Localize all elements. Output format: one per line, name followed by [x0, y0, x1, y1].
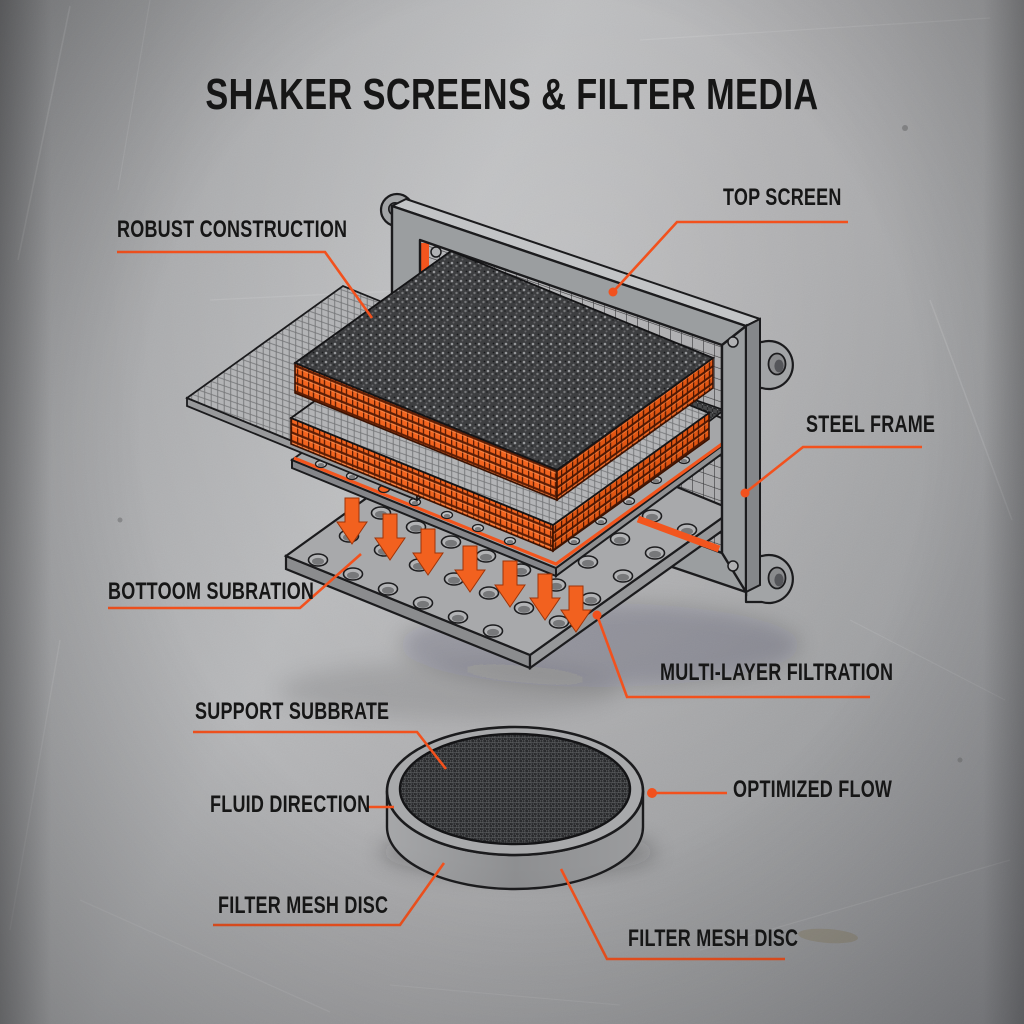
- leader-filter-mesh-disc-right: [559, 868, 785, 961]
- label-steel-frame: STEEL FRAME: [806, 411, 936, 438]
- label-filter-mesh-disc-right: FILTER MESH DISC: [628, 925, 799, 952]
- label-robust-construction: ROBUST CONSTRUCTION: [117, 216, 348, 243]
- metal-scratches: [9, 0, 1013, 1013]
- label-fluid-direction: FLUID DIRECTION: [210, 791, 371, 818]
- label-optimized-flow: OPTIMIZED FLOW: [733, 776, 893, 803]
- leader-support-substrate: [193, 730, 448, 770]
- diagram-title: SHAKER SCREENS & FILTER MEDIA: [205, 70, 819, 119]
- steel-frame-right-bar: [636, 317, 761, 597]
- label-bottom-substrate: BOTTOOM SUBRATION: [108, 578, 315, 605]
- leader-lines: [108, 220, 922, 961]
- mesh-slab-1: [293, 249, 715, 502]
- leader-filter-mesh-disc-left: [213, 862, 446, 927]
- label-support-substrate: SUPPORT SUBBRATE: [195, 698, 390, 725]
- leader-top-screen: [612, 220, 848, 293]
- label-multi-layer-filtration: MULTI-LAYER FILTRATION: [660, 659, 894, 686]
- label-filter-mesh-disc-left: FILTER MESH DISC: [218, 892, 389, 919]
- leader-bottom-substrate: [108, 553, 362, 610]
- filter-mesh-disc: [385, 725, 645, 891]
- label-top-screen: TOP SCREEN: [723, 184, 842, 211]
- leader-robust-construction: [117, 250, 374, 319]
- leader-multi-layer-filtration: [595, 614, 870, 699]
- leader-steel-frame: [744, 445, 922, 495]
